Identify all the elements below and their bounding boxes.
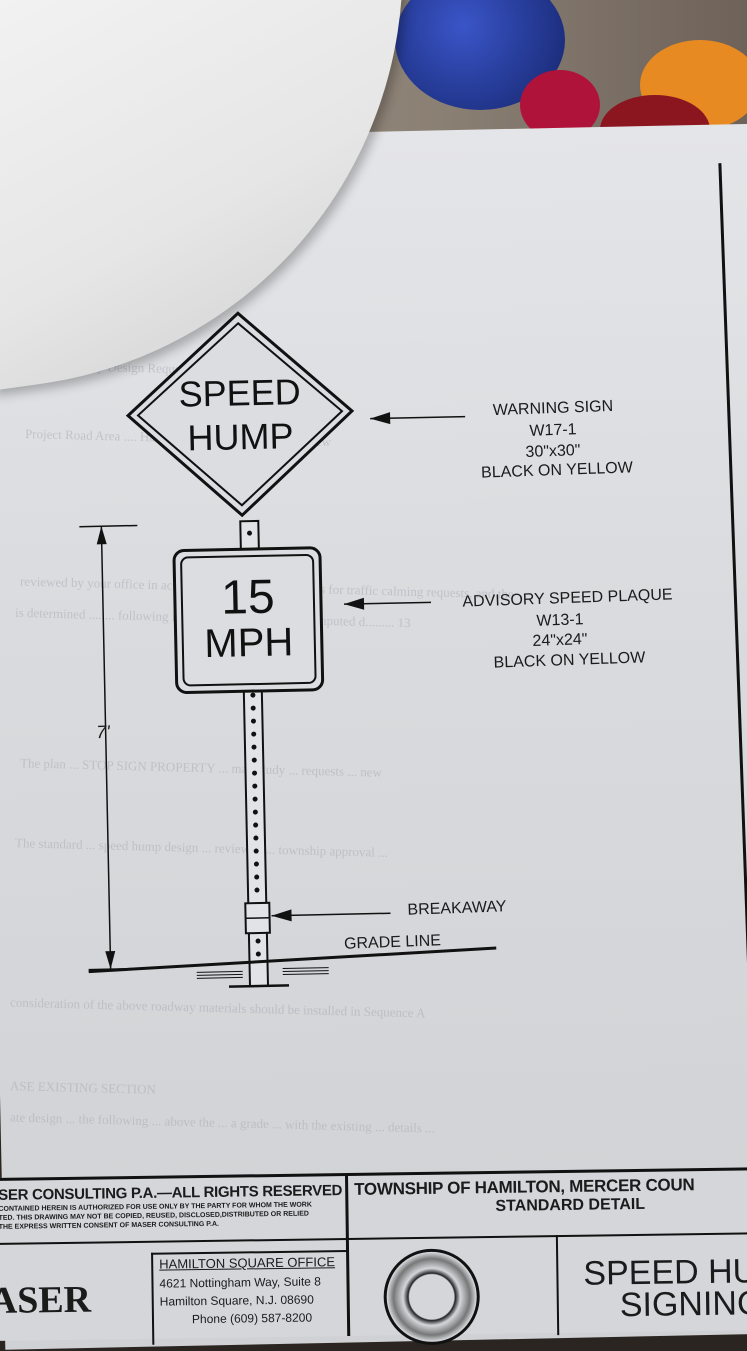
office-city: Hamilton Square, N.J. 08690	[159, 1292, 314, 1309]
plaque-number: 15	[221, 571, 275, 625]
company-logo: ASER	[0, 1278, 92, 1323]
township-seal-icon	[383, 1248, 481, 1346]
sign-text-hump: HUMP	[187, 415, 294, 458]
sign-text-speed: SPEED	[178, 371, 301, 415]
title-block-hline	[0, 1232, 747, 1245]
plaque-code: W13-1	[536, 611, 584, 630]
office-name: HAMILTON SQUARE OFFICE	[159, 1254, 336, 1272]
office-phone: Phone (609) 587-8200	[191, 1310, 313, 1327]
fine-print: THE EXPRESS WRITTEN CONSENT OF MASER CON…	[0, 1220, 219, 1231]
plaque-unit: MPH	[204, 620, 294, 666]
title-divider-2	[555, 1235, 560, 1336]
fine-print: TED. THIS DRAWING MAY NOT BE COPIED, REU…	[0, 1210, 309, 1222]
title-block: SER CONSULTING P.A.—ALL RIGHTS RESERVED …	[0, 1167, 747, 1346]
breakaway-label: BREAKAWAY	[407, 898, 507, 919]
sheet-subtitle: SIGNING	[619, 1284, 747, 1325]
copyright-notice: SER CONSULTING P.A.—ALL RIGHTS RESERVED	[0, 1182, 343, 1204]
standard-detail: STANDARD DETAIL	[495, 1195, 646, 1215]
height-dimension: 7'	[95, 721, 111, 743]
office-address: 4621 Nottingham Way, Suite 8	[159, 1274, 321, 1291]
plaque-size: 24"x24"	[532, 631, 588, 650]
